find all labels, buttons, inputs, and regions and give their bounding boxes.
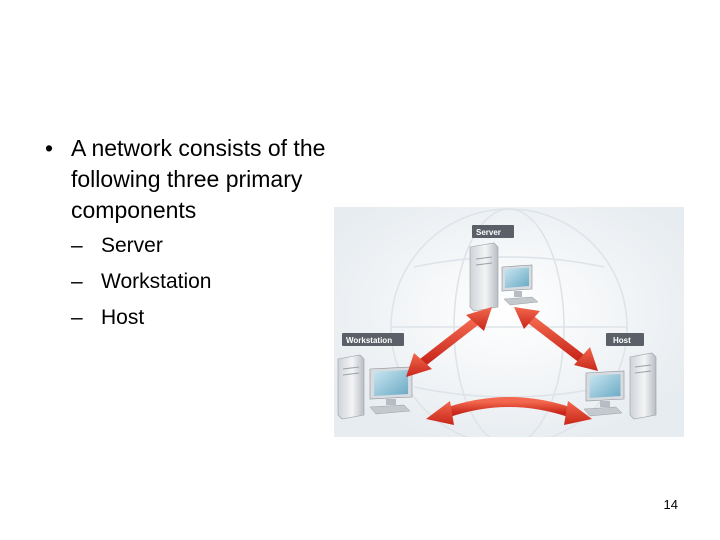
bullet-text: A network consists of the following thre… bbox=[71, 135, 326, 223]
sub-bullet-server: – Server bbox=[71, 228, 345, 264]
sub-bullet-text: Workstation bbox=[101, 270, 212, 293]
globe-watermark bbox=[390, 208, 628, 437]
dash-marker: – bbox=[71, 234, 83, 257]
network-diagram: Server Workstation bbox=[334, 207, 684, 437]
dash-marker: – bbox=[71, 270, 83, 293]
host-tower-icon bbox=[629, 352, 657, 420]
sub-bullet-text: Server bbox=[101, 234, 163, 257]
workstation-label-tag bbox=[342, 333, 404, 346]
host-computer: Host bbox=[583, 333, 657, 420]
server-label: Server bbox=[476, 228, 501, 237]
workstation-tower-icon bbox=[337, 354, 365, 420]
server-computer: Server bbox=[469, 225, 539, 312]
dash-marker: – bbox=[71, 306, 83, 329]
page-number: 14 bbox=[663, 497, 678, 512]
double-arrow-server-workstation-icon bbox=[406, 307, 492, 377]
workstation-keyboard-icon bbox=[369, 404, 411, 415]
server-keyboard-icon bbox=[503, 296, 539, 306]
network-diagram-svg: Server Workstation bbox=[334, 207, 684, 437]
host-label: Host bbox=[613, 336, 631, 345]
double-arrow-workstation-host-icon bbox=[426, 397, 592, 425]
workstation-label: Workstation bbox=[346, 336, 392, 345]
bullet-marker: • bbox=[45, 135, 54, 161]
bullet-list: • A network consists of the following th… bbox=[45, 133, 345, 336]
sub-bullet-workstation: – Workstation bbox=[71, 264, 345, 300]
host-keyboard-icon bbox=[583, 406, 623, 417]
sub-bullet-text: Host bbox=[101, 306, 145, 329]
server-label-tag bbox=[472, 225, 514, 238]
host-label-tag bbox=[606, 333, 644, 346]
server-tower-icon bbox=[469, 242, 499, 312]
workstation-computer: Workstation bbox=[337, 333, 413, 420]
bullet-item: • A network consists of the following th… bbox=[45, 133, 345, 226]
sub-bullet-host: – Host bbox=[71, 300, 345, 336]
double-arrow-server-host-icon bbox=[514, 307, 598, 371]
sub-bullet-list: – Server – Workstation – Host bbox=[45, 228, 345, 336]
